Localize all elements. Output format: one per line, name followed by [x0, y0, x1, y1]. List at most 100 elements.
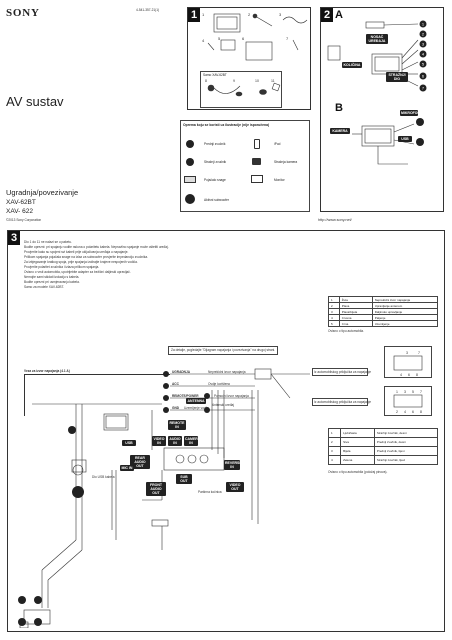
- pin-b1-1: 3: [404, 390, 406, 394]
- center-label-0: REMOTE IN: [168, 420, 186, 430]
- pin-mid-2: 8: [416, 373, 418, 377]
- label-b-1: MIKROFON: [400, 110, 421, 116]
- label-a-1: KOLIČINA: [342, 62, 362, 68]
- pin-b1-3: 7: [420, 390, 422, 394]
- pin-b2-2: 6: [412, 410, 414, 414]
- section-1-number: 1: [188, 8, 200, 22]
- pin-box-bottom: [384, 386, 432, 416]
- wire-code-3: GND: [172, 406, 180, 410]
- wire-label-1: Ovdje korišteno: [208, 382, 231, 386]
- power-connection-title: Veza za izvor napajanja (4.1 A): [24, 369, 70, 373]
- t2-n3: 4: [327, 455, 342, 465]
- note-6: Ovisno o vrsti automobila, upotrijebite …: [24, 270, 131, 274]
- section-2-frame: [320, 7, 444, 212]
- equipment-front-speaker: Prednji zvučnik: [204, 142, 226, 146]
- copyright: ©2013 Sony Corporation: [6, 218, 42, 222]
- model-1: XAV-62BT: [6, 199, 36, 206]
- svg-text:10: 10: [255, 79, 259, 83]
- connector-bottom-label: Iz automobilskog priključka za napajanje: [314, 400, 372, 404]
- pin-box-top: [384, 346, 432, 378]
- subwoofer-icon: [185, 194, 195, 204]
- misc-label-1: Dio USB kabela: [92, 475, 115, 479]
- front-speaker-icon: [186, 140, 194, 148]
- equipment-monitor: Monitor: [274, 178, 285, 182]
- connector-top-label-box: [312, 368, 368, 376]
- misc-label-2: Parkirna kočnica: [198, 490, 222, 494]
- misc-label-0: Antenski uređaj: [212, 403, 234, 407]
- part-num-3: 3: [279, 12, 282, 17]
- rear-speaker-icon: [186, 158, 194, 166]
- t2-b1: Prednji zvučnik, desni: [373, 437, 439, 447]
- note-2: Provjerite kako su spojeni svi kabeli pr…: [24, 250, 129, 254]
- url: http://www.sony.net/: [318, 218, 352, 222]
- table1-note: Ovisno o tipu automobila.: [328, 329, 364, 333]
- warning-text: Za detalje, pogledajte "Dijagram napajan…: [171, 348, 276, 352]
- part-num-4: 4: [202, 38, 205, 43]
- svg-text:9: 9: [233, 79, 235, 83]
- svg-text:4: 4: [422, 52, 425, 57]
- wire-code-0: UGRADNJA: [172, 370, 191, 374]
- svg-text:2: 2: [422, 32, 425, 37]
- connector-bottom-label-box: [312, 398, 368, 406]
- center-label-11: VIDEO OUT: [226, 482, 244, 492]
- ipod-icon: [254, 139, 260, 149]
- cover-title: AV sustav: [6, 94, 64, 109]
- monitor-icon: [251, 175, 263, 183]
- section-2-sub-b: B: [335, 102, 343, 114]
- pin-diagram-top: 3 7 4 6 8: [384, 346, 432, 378]
- t2-n0: 1: [327, 428, 342, 438]
- note-3: Prilikom spajanja pojačala snage na izla…: [24, 255, 149, 259]
- t2-n1: 2: [327, 437, 342, 447]
- parts-note: Samo XAV-62BT: [203, 73, 227, 77]
- warning-box: [168, 346, 278, 355]
- center-label-5: REAR AUDIO OUT: [130, 455, 150, 469]
- label-a-0: NOSAČ UREĐAJA: [366, 34, 388, 44]
- parts-illustration: 1 2 3 4 5 6 7: [200, 10, 310, 108]
- power-wire-left: [24, 374, 25, 416]
- note-9: Samo za modele XAV-62BT.: [24, 285, 64, 289]
- svg-text:6: 6: [422, 74, 425, 79]
- mounting-diagram-b: [322, 110, 442, 210]
- model-code: 4-541-357-21(1): [136, 8, 160, 12]
- equipment-ipod: iPod: [274, 142, 281, 146]
- section-3-number: 3: [8, 231, 20, 245]
- label-b-2: USB: [398, 136, 412, 142]
- section-2-number: 2: [321, 8, 333, 22]
- t2-a3: Zelena: [340, 455, 375, 465]
- camera-icon: [252, 158, 261, 165]
- main-wiring-diagram: [12, 390, 312, 629]
- svg-text:8: 8: [205, 79, 207, 83]
- part-num-6: 6: [242, 36, 245, 41]
- section-2-sub-a: A: [335, 9, 343, 21]
- part-num-5: 5: [218, 36, 221, 41]
- equipment-box: [180, 120, 310, 212]
- note-8: Budite oprezni pri usmjeravanju kabela.: [24, 280, 80, 284]
- t2-a2: Bijela: [340, 446, 375, 456]
- equipment-amplifier: Pojačalo snage: [204, 178, 226, 182]
- equipment-rear-speaker: Stražnji zvučnik: [204, 160, 227, 164]
- t2-b2: Prednji zvučnik, lijevi: [373, 446, 439, 456]
- power-wire-top: [24, 374, 170, 375]
- equipment-list: Prednji zvučnik iPod Stražnji zvučnik St…: [184, 134, 308, 210]
- part-num-7: 7: [286, 36, 289, 41]
- center-label-6: FRONT AUDIO OUT: [146, 482, 166, 496]
- label-a-2: STRAŽNJI DIO: [386, 72, 408, 82]
- center-label-3: CAMERA IN: [184, 436, 201, 446]
- equipment-rear-camera: Stražnja kamera: [274, 160, 298, 164]
- brand-logo: SONY: [6, 7, 40, 19]
- t1-b4: Uzemljenje: [371, 320, 439, 327]
- pin-b1-0: 1: [396, 390, 398, 394]
- t2-b3: Stražnji zvučnik, lijevi: [373, 455, 439, 465]
- pin-top-0: 3: [406, 351, 408, 355]
- center-label-1: VIDEO IN: [152, 436, 166, 446]
- section-3-frame: [7, 230, 445, 632]
- equipment-subwoofer: Aktivni subwoofer: [204, 198, 229, 202]
- center-label-8: REVERSE IN: [224, 460, 242, 470]
- center-label-2: AUDIO IN: [168, 436, 182, 446]
- wire-label-0: Neprekidni izvor napajanja: [208, 370, 246, 374]
- note-4: Za izbjegavanje kratkog spoja, prije spa…: [24, 260, 138, 264]
- wire-code-1: ACC: [172, 382, 179, 386]
- svg-text:5: 5: [422, 62, 425, 67]
